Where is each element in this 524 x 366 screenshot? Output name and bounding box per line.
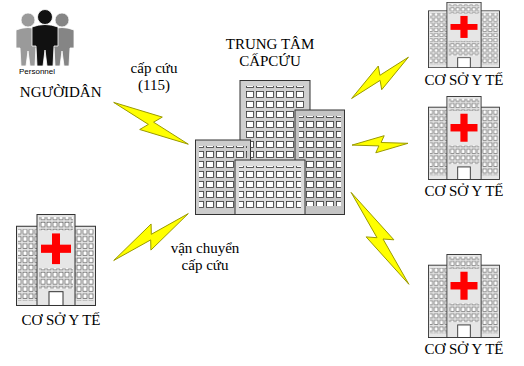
lightning-bolt (114, 102, 189, 144)
person-head (55, 13, 69, 27)
center-node: TRUNG TÂM CẤPCỨU (190, 36, 350, 218)
figure-caption: Personnel (18, 67, 56, 77)
person-head (21, 13, 35, 27)
hospital-icon (428, 96, 499, 179)
hospital-icon (428, 254, 499, 337)
person-head (38, 10, 53, 25)
people-node: PersonnelNGƯỜIDÂN (8, 10, 112, 103)
hospital-node: CƠ SỞ Y TẾ (410, 95, 516, 202)
lightning-bolt (352, 57, 409, 98)
center-building (196, 81, 345, 215)
hospital-node: CƠ SỞ Y TẾ (410, 253, 516, 363)
lightning-connector (352, 57, 409, 98)
hospital-icon (17, 215, 96, 306)
lightning-bolt (352, 136, 408, 153)
node-label: NGƯỜIDÂN (19, 84, 102, 101)
node-label: TRUNG TÂM CẤPCỨU (213, 36, 328, 71)
lightning-connector (352, 136, 408, 153)
lightning-connector (351, 192, 409, 284)
hospital-node: CƠ SỞ Y TẾ (8, 212, 112, 336)
building-windows (239, 166, 301, 210)
lightning-bolt (351, 192, 409, 284)
node-label: CƠ SỞ Y TẾ (423, 341, 504, 358)
connector-label: vận chuyển cấp cứu (165, 240, 245, 275)
connector-label: cấp cứu (115) (122, 60, 186, 95)
lightning-connector (114, 102, 189, 144)
hospital-node: CƠ SỞ Y TẾ (410, 2, 516, 92)
node-label: CƠ SỞ Y TẾ (20, 312, 101, 329)
person-body (32, 25, 58, 67)
building-block (235, 160, 305, 215)
node-label: CƠ SỞ Y TẾ (423, 72, 504, 89)
hospital-icon (428, 2, 499, 67)
people-figures (16, 10, 74, 67)
node-label: CƠ SỞ Y TẾ (423, 183, 504, 200)
